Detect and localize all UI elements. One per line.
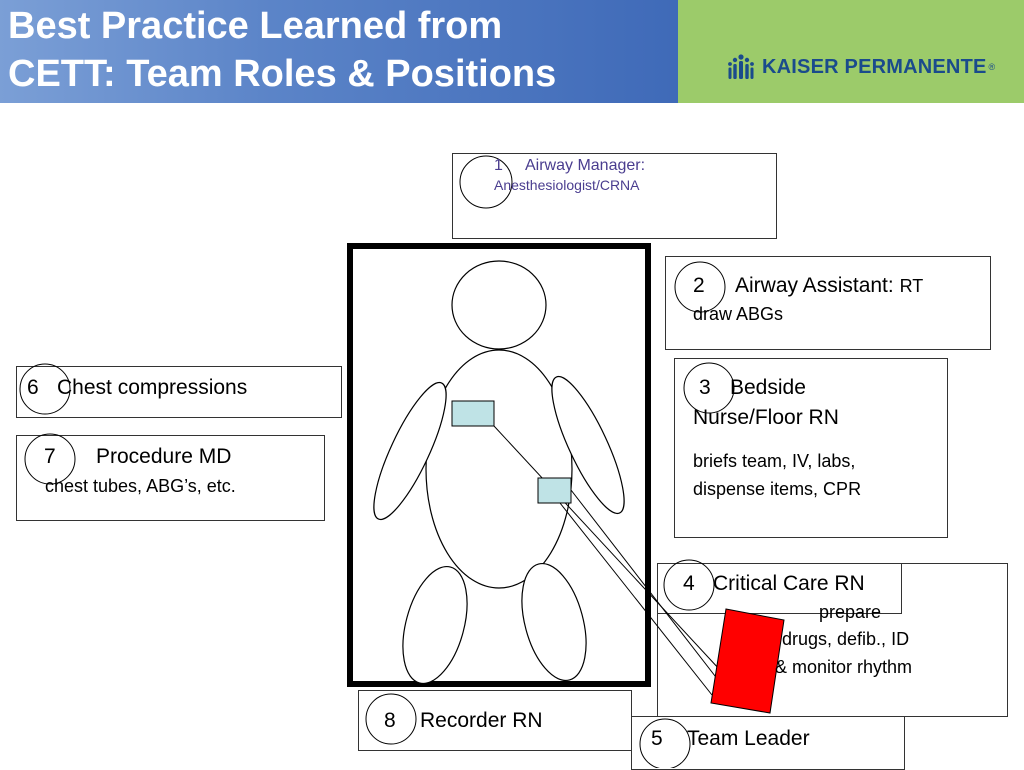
role-1-title: Airway Manager: — [525, 157, 646, 174]
patient-left-arm — [373, 381, 447, 521]
role-8-number: 8 — [384, 709, 396, 732]
patient-right-leg — [521, 562, 587, 682]
role-4-detail-line-3: & monitor rhythm — [775, 657, 913, 677]
role-4-detail-line-2: drugs, defib., ID — [782, 629, 910, 649]
role-1-detail: Anesthesiologist/CRNA — [494, 177, 640, 193]
role-1-circle — [459, 155, 513, 209]
pad-connector-1 — [493, 425, 721, 671]
role-2-title-suffix: RT — [899, 276, 924, 296]
role-3-number: 3 — [699, 376, 711, 399]
role-7-circle — [24, 433, 76, 485]
role-2-title-main: Airway Assistant: — [735, 274, 894, 297]
role-5-circle — [639, 718, 691, 768]
role-6-number: 6 — [27, 376, 39, 399]
role-4-circle — [663, 559, 715, 611]
kaiser-people-icon — [728, 54, 754, 79]
pad-connector-3 — [559, 502, 713, 696]
role-6-circle — [19, 363, 71, 415]
kaiser-logo: KAISER PERMANENTE ® — [726, 54, 995, 80]
header-blue-band: Best Practice Learned from CETT: Team Ro… — [0, 0, 678, 103]
role-box-6 — [16, 366, 342, 418]
defib-pad-upper — [451, 400, 495, 427]
role-5-title: Team Leader — [687, 727, 810, 750]
role-1-number: 1 — [494, 157, 503, 174]
role-box-3 — [674, 358, 948, 538]
role-3-detail-line-2: dispense items, CPR — [693, 479, 862, 499]
role-3-detail-line-1: briefs team, IV, labs, — [693, 451, 856, 471]
patient-torso — [425, 349, 573, 589]
role-7-title: Procedure MD — [96, 445, 232, 468]
logo-registered-mark: ® — [988, 62, 996, 72]
bed-frame — [347, 243, 651, 687]
title-line-1: Best Practice Learned from — [8, 5, 503, 47]
slide-title: Best Practice Learned from CETT: Team Ro… — [8, 2, 556, 98]
pad-connector-2 — [570, 489, 723, 686]
role-4-detail-line-1: prepare — [819, 602, 882, 622]
role-4-number: 4 — [683, 572, 695, 595]
role-5-number: 5 — [651, 727, 663, 750]
role-2-number: 2 — [693, 274, 705, 297]
defib-pad-lower — [537, 477, 572, 504]
role-box-1 — [452, 153, 777, 239]
role-2-detail: draw ABGs — [693, 304, 784, 324]
role-8-circle — [365, 693, 417, 745]
role-box-4-header — [657, 563, 902, 614]
role-2-title: Airway Assistant: RT — [735, 274, 923, 298]
patient-right-arm — [551, 375, 625, 515]
role-3-title-line-2: Nurse/Floor RN — [693, 406, 839, 429]
defibrillator-device — [710, 608, 785, 714]
role-7-detail: chest tubes, ABG’s, etc. — [45, 476, 236, 496]
role-6-title: Chest compressions — [57, 376, 248, 399]
role-2-circle — [674, 261, 726, 313]
role-3-circle — [683, 362, 735, 414]
role-3-title: Bedside — [730, 376, 806, 399]
role-box-7 — [16, 435, 325, 521]
role-7-number: 7 — [44, 445, 56, 468]
patient-head — [451, 260, 547, 350]
header-green-band — [678, 0, 1024, 103]
title-line-2: CETT: Team Roles & Positions — [8, 53, 557, 95]
role-8-title: Recorder RN — [420, 709, 543, 732]
logo-text: KAISER PERMANENTE — [762, 55, 987, 78]
role-4-title: Critical Care RN — [713, 572, 865, 595]
patient-left-leg — [402, 565, 468, 685]
